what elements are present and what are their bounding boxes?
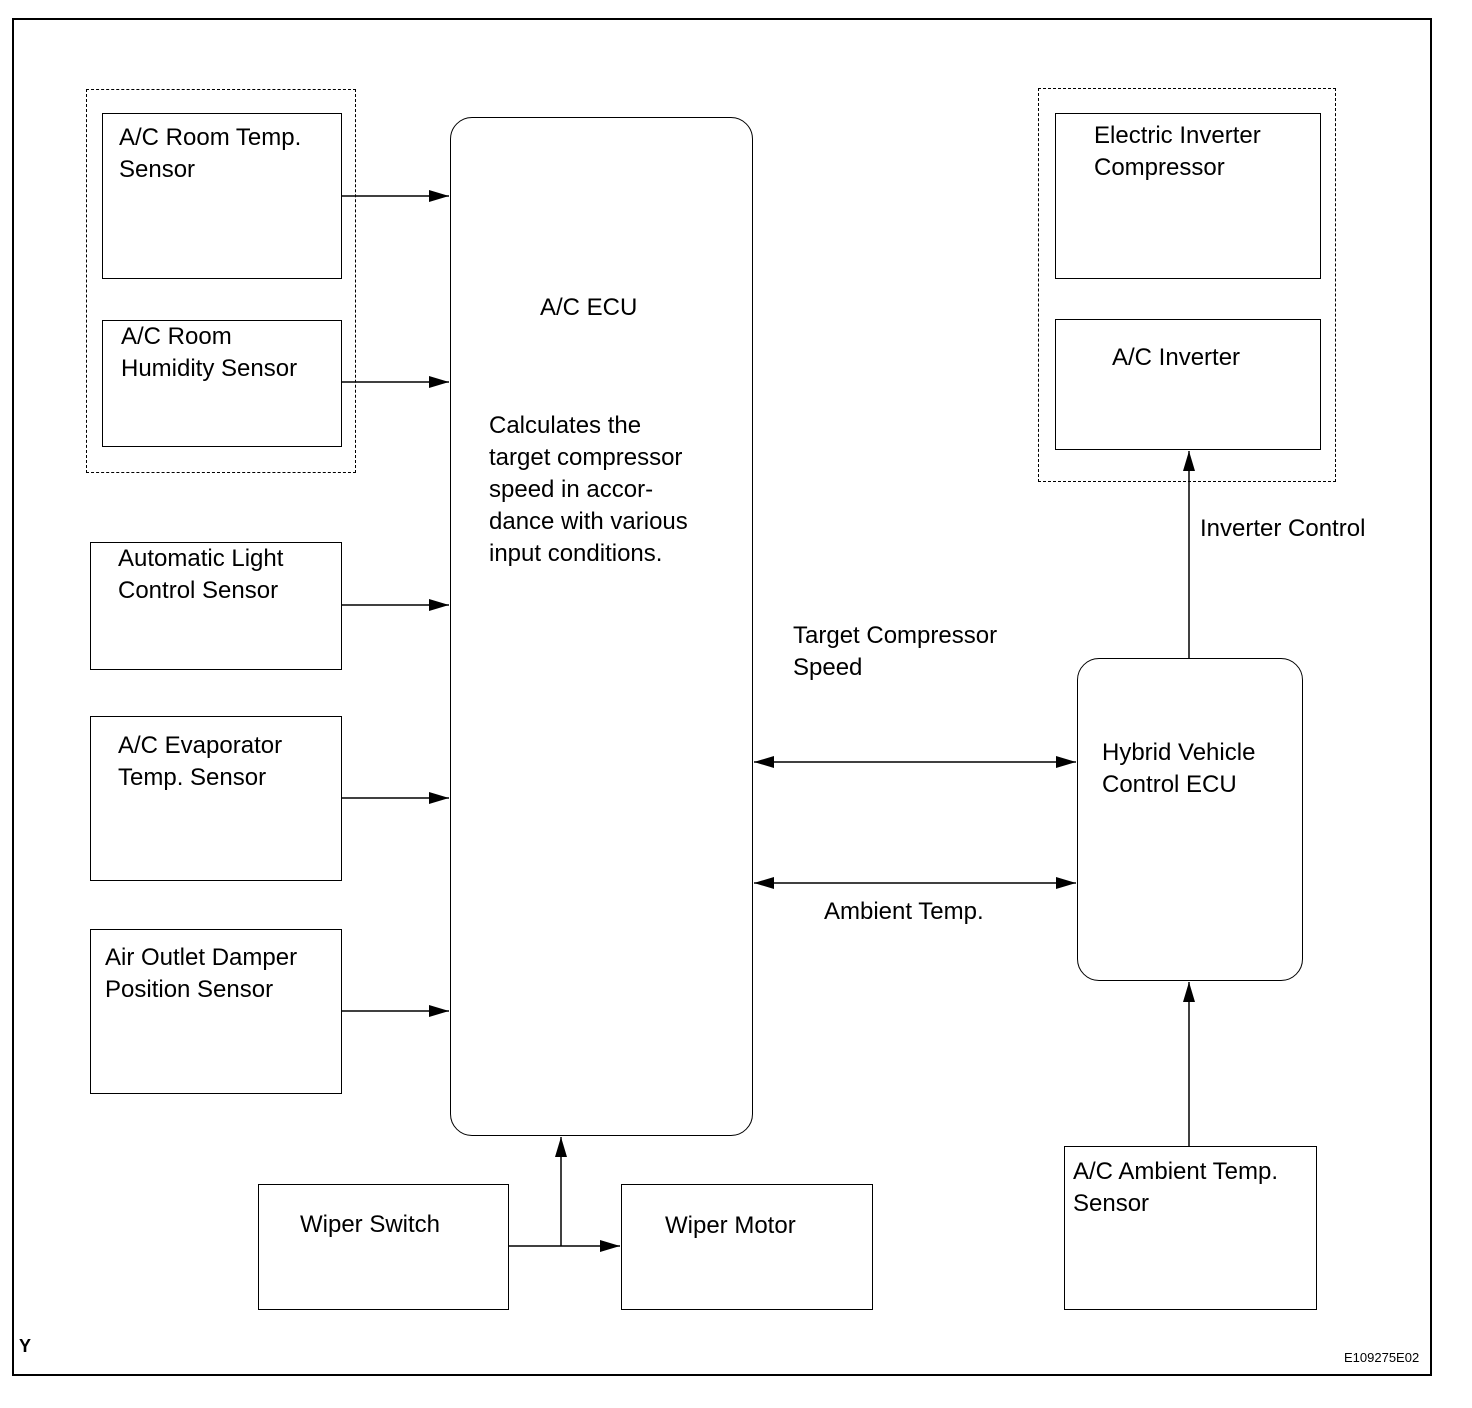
wiper-motor-label: Wiper Motor xyxy=(665,1212,796,1239)
wiper-switch-box: Wiper Switch xyxy=(258,1184,509,1310)
ambient-sensor-box: A/C Ambient Temp. Sensor xyxy=(1064,1146,1317,1310)
air-outlet-sensor-box: Air Outlet Damper Position Sensor xyxy=(90,929,342,1094)
target-speed-label: Target Compressor Speed xyxy=(793,622,998,681)
ac-ecu-title: A/C ECU xyxy=(540,294,638,321)
room-humidity-sensor-label: A/C Room Humidity Sensor xyxy=(121,323,298,382)
ac-inverter-label: A/C Inverter xyxy=(1112,344,1241,371)
evaporator-sensor-box: A/C Evaporator Temp. Sensor xyxy=(90,716,342,881)
diagram-frame xyxy=(12,18,1432,1376)
room-sensor-group xyxy=(86,89,356,473)
electric-compressor-label: Electric Inverter Compressor xyxy=(1094,122,1261,181)
ac-ecu-description: Calculates the target compressor speed i… xyxy=(489,412,688,567)
ambient-sensor-label: A/C Ambient Temp. Sensor xyxy=(1073,1158,1278,1217)
auto-light-sensor-label: Automatic Light Control Sensor xyxy=(118,545,284,604)
air-outlet-sensor-label: Air Outlet Damper Position Sensor xyxy=(105,944,298,1003)
ambient-temp-label: Ambient Temp. xyxy=(824,898,984,925)
corner-letter: Y xyxy=(19,1336,32,1356)
ac-ecu-box: A/C ECU Calculates the target compressor… xyxy=(450,117,753,1136)
evaporator-sensor-label: A/C Evaporator Temp. Sensor xyxy=(118,732,283,791)
compressor-group xyxy=(1038,88,1336,482)
room-temp-sensor-box: A/C Room Temp. Sensor xyxy=(102,113,342,279)
ac-inverter-box: A/C Inverter xyxy=(1055,319,1321,450)
hv-ecu-label: Hybrid Vehicle Control ECU xyxy=(1102,739,1256,798)
inverter-control-label: Inverter Control xyxy=(1200,515,1366,542)
figure-code: E109275E02 xyxy=(1344,1350,1420,1365)
room-temp-sensor-label: A/C Room Temp. Sensor xyxy=(119,124,302,183)
wiper-motor-box: Wiper Motor xyxy=(621,1184,873,1310)
auto-light-sensor-box: Automatic Light Control Sensor xyxy=(90,542,342,670)
electric-compressor-box: Electric Inverter Compressor xyxy=(1055,113,1321,279)
hv-ecu-box: Hybrid Vehicle Control ECU xyxy=(1077,658,1303,981)
room-humidity-sensor-box: A/C Room Humidity Sensor xyxy=(102,320,342,447)
wiper-switch-label: Wiper Switch xyxy=(300,1211,441,1238)
